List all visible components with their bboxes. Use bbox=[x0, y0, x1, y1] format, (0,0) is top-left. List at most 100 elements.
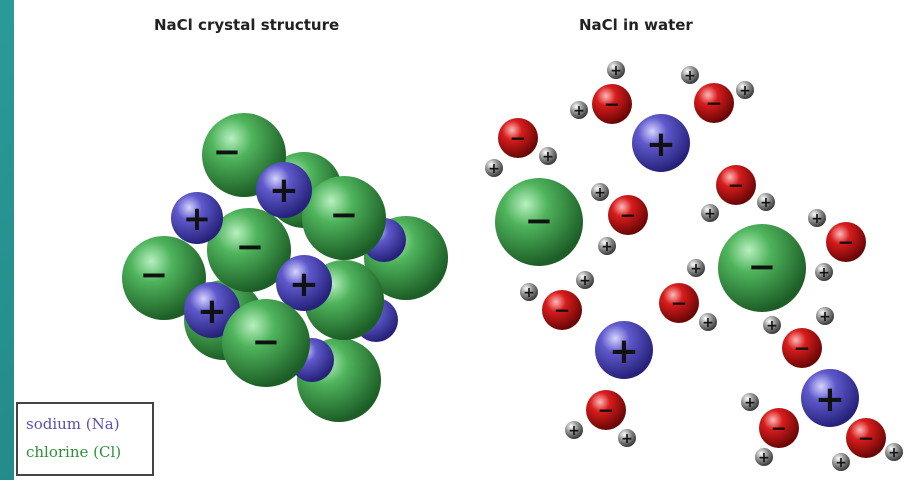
plus-sign: + bbox=[579, 273, 591, 289]
plus-sign: + bbox=[523, 285, 535, 301]
minus-sign: − bbox=[252, 322, 281, 362]
plus-sign: + bbox=[197, 291, 227, 332]
plus-sign: + bbox=[704, 206, 716, 222]
oxygen-atom bbox=[586, 390, 626, 430]
hydrogen-atom bbox=[741, 393, 759, 411]
hydrogen-atom bbox=[485, 159, 503, 177]
water-molecule: + + − bbox=[681, 66, 754, 123]
hydrogen-atom bbox=[618, 429, 636, 447]
hydrogen-atom bbox=[687, 259, 705, 277]
minus-sign: − bbox=[771, 416, 788, 440]
hydrogen-atom bbox=[755, 448, 773, 466]
oxygen-atom bbox=[694, 83, 734, 123]
plus-sign: + bbox=[610, 63, 622, 79]
minus-sign: − bbox=[620, 203, 637, 227]
hydrogen-atom bbox=[757, 193, 775, 211]
plus-sign: + bbox=[542, 149, 554, 165]
legend: sodium (Na) chlorine (Cl) bbox=[16, 402, 154, 476]
minus-sign: − bbox=[858, 426, 875, 450]
minus-sign: − bbox=[140, 255, 169, 295]
water-molecule: + + − bbox=[741, 393, 799, 466]
chlorine-ion bbox=[222, 299, 310, 387]
plus-sign: + bbox=[766, 318, 778, 334]
crystal-lattice: − + − + − − + + − bbox=[122, 113, 448, 422]
water-molecule: + + − bbox=[565, 390, 636, 447]
oxygen-atom bbox=[782, 328, 822, 368]
plus-sign: + bbox=[758, 450, 770, 466]
minus-sign: − bbox=[236, 227, 265, 267]
water-title: NaCl in water bbox=[579, 16, 693, 34]
water-molecule: + + − bbox=[570, 61, 632, 124]
plus-sign: + bbox=[601, 239, 613, 255]
sodium-ion bbox=[256, 162, 312, 218]
water-molecule: + + − bbox=[763, 307, 834, 368]
hydrogen-atom bbox=[607, 61, 625, 79]
plus-sign: + bbox=[594, 185, 606, 201]
plus-sign: + bbox=[739, 83, 751, 99]
minus-sign: − bbox=[706, 91, 723, 115]
diagram-canvas: − + − + − − + + − − − + + + bbox=[122, 61, 903, 471]
hydrogen-atom bbox=[570, 101, 588, 119]
hydrogen-atom bbox=[681, 66, 699, 84]
hydrogen-atom bbox=[576, 271, 594, 289]
hydrogen-atom bbox=[885, 443, 903, 461]
sodium-ion bbox=[276, 255, 332, 311]
hydrogen-atom bbox=[520, 283, 538, 301]
plus-sign: + bbox=[702, 315, 714, 331]
chlorine-ion bbox=[718, 224, 806, 312]
legend-sodium: sodium (Na) bbox=[26, 415, 120, 433]
plus-sign: + bbox=[289, 264, 319, 305]
minus-sign: − bbox=[748, 247, 777, 287]
oxygen-atom bbox=[826, 222, 866, 262]
minus-sign: − bbox=[794, 336, 811, 360]
hydrogen-atom bbox=[699, 313, 717, 331]
minus-sign: − bbox=[525, 201, 554, 241]
plus-sign: + bbox=[568, 423, 580, 439]
water-molecule: + + − bbox=[485, 118, 557, 177]
water-molecule: + + − bbox=[808, 209, 866, 281]
sodium-ion bbox=[801, 369, 859, 427]
water-molecule: + + − bbox=[520, 271, 594, 330]
oxygen-atom bbox=[608, 195, 648, 235]
oxygen-atom bbox=[716, 165, 756, 205]
oxygen-atom bbox=[659, 283, 699, 323]
plus-sign: + bbox=[815, 379, 845, 420]
oxygen-atom bbox=[542, 290, 582, 330]
solution-ions: − − + + + bbox=[495, 114, 859, 427]
chlorine-ion bbox=[302, 176, 386, 260]
minus-sign: − bbox=[330, 195, 359, 235]
sodium-ion bbox=[171, 192, 223, 244]
hydrogen-atom bbox=[815, 263, 833, 281]
plus-sign: + bbox=[269, 170, 299, 211]
plus-sign: + bbox=[690, 261, 702, 277]
hydrogen-atom bbox=[808, 209, 826, 227]
water-molecule: + + − bbox=[832, 418, 903, 471]
plus-sign: + bbox=[818, 265, 830, 281]
minus-sign: − bbox=[671, 291, 688, 315]
chlorine-ion bbox=[122, 236, 206, 320]
plus-sign: + bbox=[819, 309, 831, 325]
plus-sign: + bbox=[488, 161, 500, 177]
water-molecule: + + − bbox=[701, 165, 775, 222]
plus-sign: + bbox=[760, 195, 772, 211]
water-molecules: + + − + + − + + − bbox=[485, 61, 903, 471]
hydrogen-atom bbox=[701, 204, 719, 222]
hydrogen-atom bbox=[832, 453, 850, 471]
sodium-ion bbox=[632, 114, 690, 172]
minus-sign: − bbox=[598, 398, 615, 422]
hydrogen-atom bbox=[763, 316, 781, 334]
hydrogen-atom bbox=[816, 307, 834, 325]
chlorine-ion bbox=[495, 178, 583, 266]
minus-sign: − bbox=[838, 230, 855, 254]
oxygen-atom bbox=[846, 418, 886, 458]
minus-sign: − bbox=[213, 132, 242, 172]
water-molecule: + + − bbox=[591, 183, 648, 255]
plus-sign: + bbox=[609, 331, 639, 372]
minus-sign: − bbox=[510, 126, 527, 150]
sodium-ion bbox=[184, 282, 240, 338]
plus-sign: + bbox=[183, 199, 212, 239]
oxygen-atom bbox=[498, 118, 538, 158]
legend-chlorine: chlorine (Cl) bbox=[26, 443, 122, 461]
plus-sign: + bbox=[573, 103, 585, 119]
hydrogen-atom bbox=[565, 421, 583, 439]
